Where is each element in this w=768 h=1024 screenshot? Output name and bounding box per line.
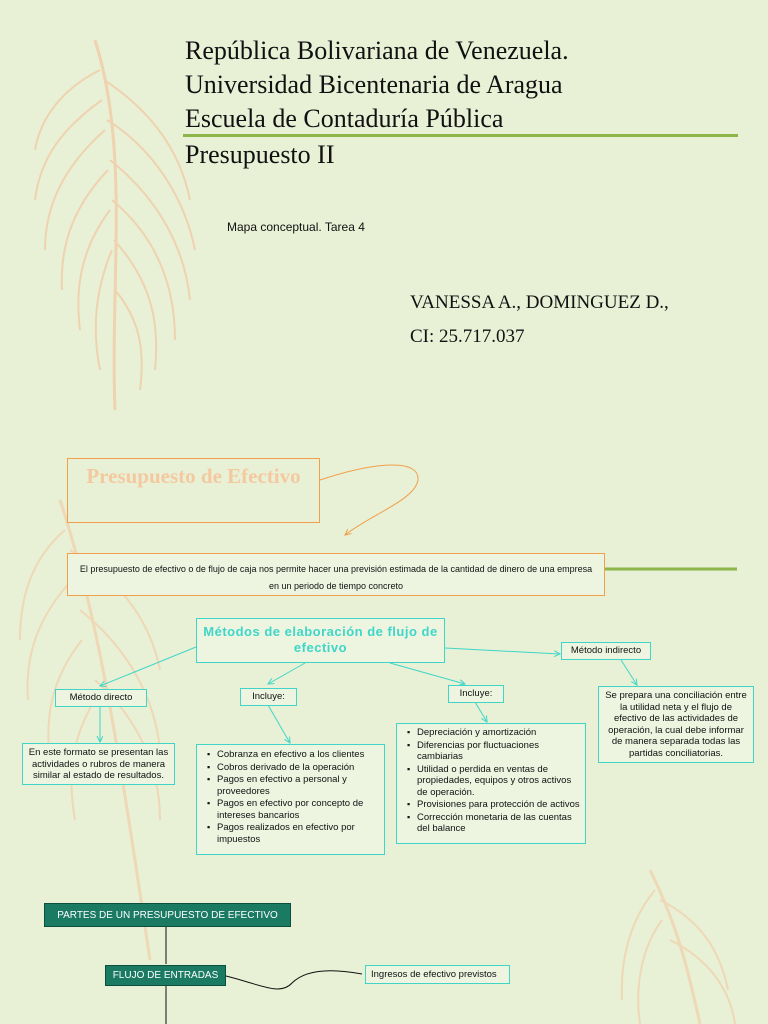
list-item: Corrección monetaria de las cuentas del … [407, 812, 581, 835]
list-item: Cobranza en efectivo a los clientes [207, 749, 380, 761]
concept-title-box: Presupuesto de Efectivo [67, 458, 320, 523]
header-republic: República Bolivariana de Venezuela. [185, 36, 569, 65]
subtitle: Mapa conceptual. Tarea 4 [227, 220, 365, 234]
list-item: Diferencias por fluctuaciones cambiarias [407, 740, 581, 763]
list-item: Pagos en efectivo a personal y proveedor… [207, 774, 380, 797]
definition-box: El presupuesto de efectivo o de flujo de… [67, 553, 605, 596]
list-item: Utilidad o perdida en ventas de propieda… [407, 764, 581, 799]
author-ci: CI: 25.717.037 [410, 326, 525, 347]
includes-left-items: Cobranza en efectivo a los clientesCobro… [203, 749, 380, 845]
list-item: Depreciación y amortización [407, 727, 581, 739]
direct-method-label: Método directo [55, 689, 147, 707]
includes-right-items: Depreciación y amortizaciónDiferencias p… [403, 727, 581, 835]
list-item: Provisiones para protección de activos [407, 799, 581, 811]
parts-title-box: PARTES DE UN PRESUPUESTO DE EFECTIVO [44, 903, 291, 927]
inflow-box: FLUJO DE ENTRADAS [105, 965, 226, 986]
header-university: Universidad Bicentenaria de Aragua [185, 70, 563, 99]
includes-right-label: Incluye: [448, 685, 504, 703]
definition-text: El presupuesto de efectivo o de flujo de… [79, 564, 593, 591]
header-divider [183, 134, 738, 137]
concept-title: Presupuesto de Efectivo [86, 464, 301, 488]
methods-title: Métodos de elaboración de flujo de efect… [203, 624, 438, 655]
indirect-method-description: Se prepara una conciliación entre la uti… [598, 686, 754, 763]
list-item: Cobros derivado de la operación [207, 762, 380, 774]
header-course: Presupuesto II [185, 140, 335, 169]
list-item: Pagos realizados en efectivo por impuest… [207, 822, 380, 845]
includes-left-list: Cobranza en efectivo a los clientesCobro… [196, 744, 385, 855]
includes-left-label: Incluye: [240, 688, 297, 706]
indirect-method-label: Método indirecto [561, 642, 651, 660]
author-name: VANESSA A., DOMINGUEZ D., [410, 292, 669, 313]
includes-right-list: Depreciación y amortizaciónDiferencias p… [396, 723, 586, 844]
list-item: Pagos en efectivo por concepto de intere… [207, 798, 380, 821]
inflow-description: Ingresos de efectivo previstos [365, 965, 510, 984]
direct-method-description: En este formato se presentan las activid… [22, 743, 175, 785]
header-school: Escuela de Contaduría Pública [185, 104, 504, 133]
methods-box: Métodos de elaboración de flujo de efect… [196, 618, 445, 663]
